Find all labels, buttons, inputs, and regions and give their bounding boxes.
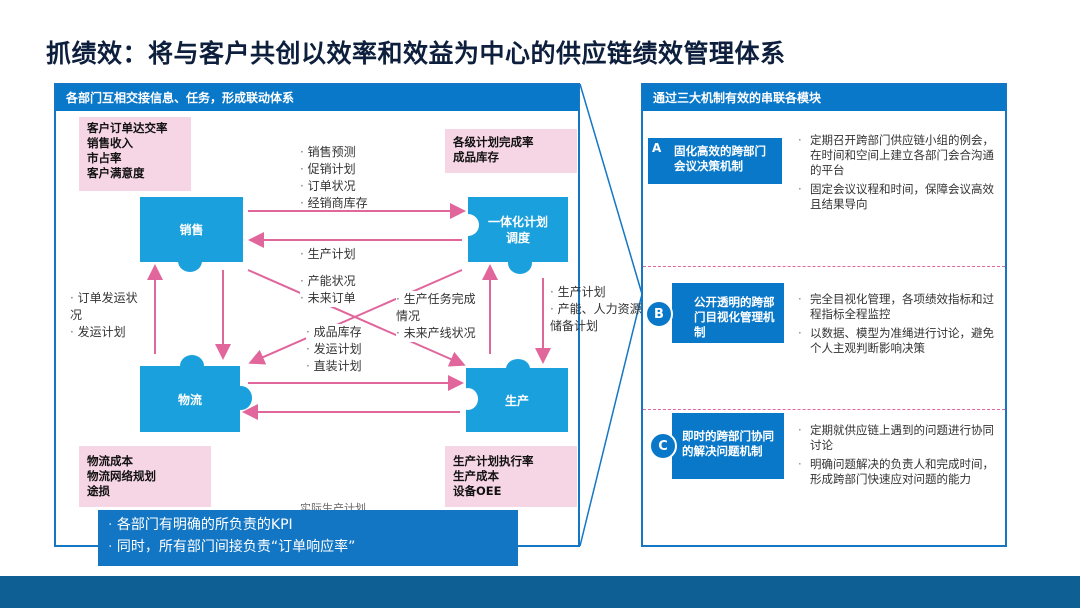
mechanism-b-title: 公开透明的跨部门目视化管理机制 <box>672 283 784 343</box>
flow-label-logistics: 成品库存 发运计划 直装计划 <box>306 324 362 375</box>
dept-logistics: 物流 <box>140 366 240 432</box>
flow-label-production-status: 生产任务完成情况 未来产线状况 <box>396 291 480 342</box>
flow-label-planning-to-sales: 生产计划 <box>300 246 356 263</box>
puzzle-knob <box>180 355 204 377</box>
flow-label-sales-to-planning: 销售预测 促销计划 订单状况 经销商库存 <box>300 144 368 212</box>
kpi-sales: 客户订单达交率 销售收入 市占率 客户满意度 <box>79 117 191 191</box>
kpi-planning: 各级计划完成率 成品库存 <box>445 129 577 173</box>
divider <box>643 409 1005 410</box>
mechanism-c-points: 定期就供应链上遇到的问题进行协同讨论 明确问题解决的负责人和完成时间，形成跨部门… <box>798 423 1004 491</box>
divider <box>643 266 1005 267</box>
linkage-panel-header: 各部门互相交接信息、任务，形成联动体系 <box>56 85 578 111</box>
mechanism-b-points: 完全目视化管理，各项绩效指标和过程指标全程监控 以数据、模型为准绳进行讨论，避免… <box>798 292 1004 360</box>
mechanism-a-points: 定期召开跨部门供应链小组的例会，在时间和空间上建立各部门会合沟通的平台 固定会议… <box>798 133 1004 216</box>
flow-label-planning-to-production: 生产计划 产能、人力资源储备计划 <box>550 284 642 335</box>
kpi-logistics: 物流成本 物流网络规划 途损 <box>79 446 211 507</box>
mechanism-a-title: 固化高效的跨部门会议决策机制 <box>648 138 782 184</box>
dept-production: 生产 <box>466 368 568 432</box>
puzzle-knob <box>178 250 202 272</box>
kpi-production: 生产计划执行率 生产成本 设备OEE <box>445 446 577 507</box>
mechanism-panel-header: 通过三大机制有效的串联各模块 <box>643 85 1005 111</box>
mechanism-c-letter: C <box>649 432 677 460</box>
flow-label-capacity: 产能状况 未来订单 <box>300 273 356 307</box>
mechanism-c-title: 即时的跨部门协同的解决问题机制 <box>672 413 784 479</box>
puzzle-knob <box>506 359 530 379</box>
kpi-note: 各部门有明确的所负责的KPI 同时，所有部门间接负责“订单响应率” <box>98 510 518 566</box>
page-title: 抓绩效：将与客户共创以效率和效益为中心的供应链绩效管理体系 <box>46 39 786 68</box>
dept-planning: 一体化计划调度 <box>468 197 568 262</box>
puzzle-knob <box>508 252 532 274</box>
mechanism-b-letter: B <box>645 300 673 328</box>
mechanism-a-letter: A <box>652 141 662 155</box>
puzzle-notch <box>457 214 479 236</box>
puzzle-notch <box>458 388 478 410</box>
footer-bar <box>0 576 1080 608</box>
flow-label-logistics-to-sales: 订单发运状况 发运计划 <box>70 290 140 341</box>
